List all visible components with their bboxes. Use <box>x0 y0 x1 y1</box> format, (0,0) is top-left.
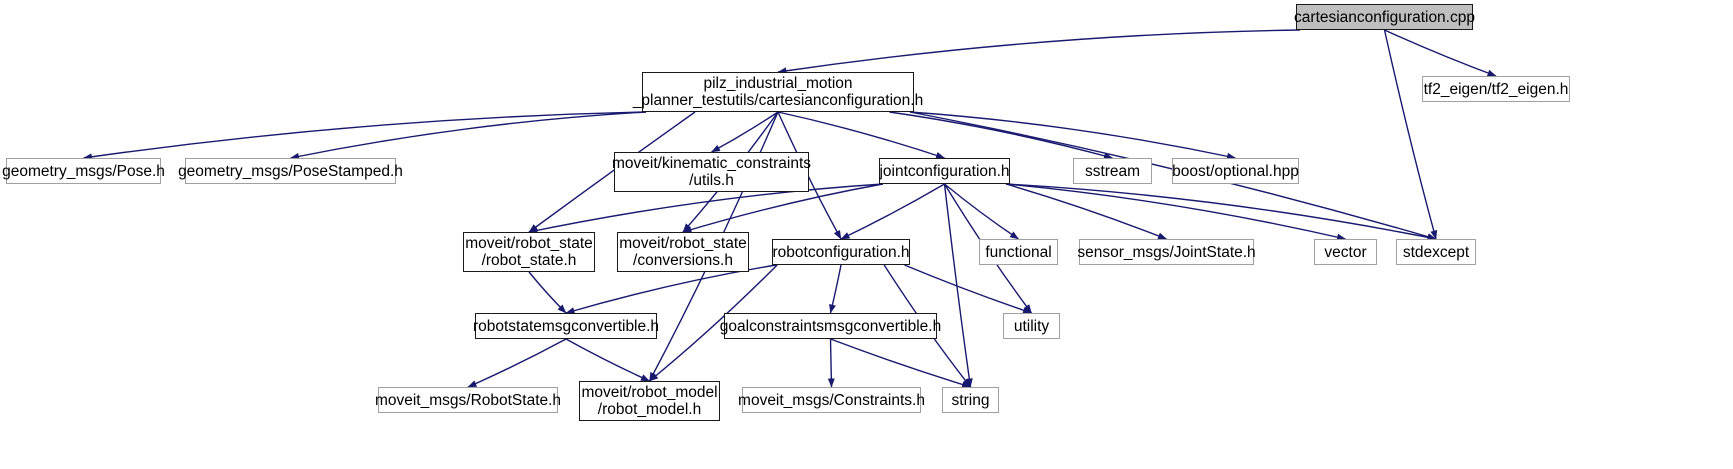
edge-cartesianconfiguration-cpp-to-stdexcept <box>1383 29 1438 240</box>
edge-cartesianconfiguration-h-to-boost-optional <box>909 111 1236 160</box>
graph-node-sstream[interactable]: sstream <box>1073 158 1152 184</box>
edge-cartesianconfiguration-h-to-kinematic-constraints-utils <box>711 111 779 153</box>
edge-robotconfiguration-h-to-goalconstraintsmsgconvertible-h <box>829 264 842 314</box>
graph-node-robot-state-conversions[interactable]: moveit/robot_state/conversions.h <box>617 232 749 272</box>
node-label-line2: /utils.h <box>689 172 734 189</box>
graph-node-robotstatemsgconvertible-h[interactable]: robotstatemsgconvertible.h <box>472 313 660 339</box>
node-label: moveit/kinematic_constraints <box>612 155 811 172</box>
edge-cartesianconfiguration-cpp-to-tf2-eigen <box>1384 29 1497 77</box>
edge-cartesianconfiguration-h-to-geometry-msgs-posestamped <box>290 111 647 160</box>
graph-node-cartesianconfiguration-h[interactable]: pilz_industrial_motion_planner_testutils… <box>633 72 923 112</box>
graph-node-robot-model-robot-model[interactable]: moveit/robot_model/robot_model.h <box>579 381 720 421</box>
node-label: geometry_msgs/Pose.h <box>2 162 165 180</box>
node-label: functional <box>985 243 1052 261</box>
graph-node-functional[interactable]: functional <box>979 239 1058 265</box>
node-label-line2: /conversions.h <box>633 252 733 269</box>
edge-jointconfiguration-h-to-functional <box>944 183 1019 240</box>
node-label-line2: /robot_model.h <box>597 401 702 418</box>
node-label: moveit_msgs/Constraints.h <box>738 391 925 409</box>
node-label-line2: /robot_state.h <box>481 252 577 269</box>
node-label: moveit_msgs/RobotState.h <box>374 391 562 409</box>
node-label: sstream <box>1084 162 1141 180</box>
edge-cartesianconfiguration-h-to-sstream <box>889 111 1113 160</box>
graph-node-geometry-msgs-posestamped[interactable]: geometry_msgs/PoseStamped.h <box>178 158 403 184</box>
graph-node-stdexcept[interactable]: stdexcept <box>1396 239 1476 265</box>
edge-robotstatemsgconvertible-h-to-robot-model-robot-model <box>565 338 650 382</box>
graph-node-sensor-msgs-jointstate[interactable]: sensor_msgs/JointState.h <box>1077 239 1256 265</box>
node-label: robotstatemsgconvertible.h <box>472 317 660 335</box>
edge-jointconfiguration-h-to-sensor-msgs-jointstate <box>1005 183 1167 240</box>
edge-cartesianconfiguration-cpp-to-cartesianconfiguration-h <box>777 29 1301 75</box>
node-label: boost/optional.hpp <box>1172 162 1299 180</box>
edge-jointconfiguration-h-to-vector <box>1005 183 1346 241</box>
graph-node-geometry-msgs-pose[interactable]: geometry_msgs/Pose.h <box>2 158 165 184</box>
node-label: sensor_msgs/JointState.h <box>1077 243 1256 261</box>
node-label: stdexcept <box>1402 243 1470 261</box>
edge-robotconfiguration-h-to-utility <box>904 264 1032 314</box>
edge-goalconstraintsmsgconvertible-h-to-string <box>830 338 971 388</box>
node-label: string <box>951 391 990 409</box>
graph-node-jointconfiguration-h[interactable]: jointconfiguration.h <box>879 158 1010 184</box>
node-label: moveit/robot_model <box>581 384 718 401</box>
graph-node-kinematic-constraints-utils[interactable]: moveit/kinematic_constraints/utils.h <box>612 152 811 192</box>
graph-node-robotconfiguration-h[interactable]: robotconfiguration.h <box>772 239 910 265</box>
node-label: cartesianconfiguration.cpp <box>1294 8 1475 26</box>
graph-node-utility[interactable]: utility <box>1003 313 1060 339</box>
graph-node-tf2-eigen[interactable]: tf2_eigen/tf2_eigen.h <box>1422 76 1570 102</box>
node-label: robotconfiguration.h <box>772 243 910 261</box>
node-label: pilz_industrial_motion <box>703 75 853 92</box>
graph-node-moveit-msgs-robotstate[interactable]: moveit_msgs/RobotState.h <box>374 387 562 413</box>
node-label: moveit/robot_state <box>619 235 747 252</box>
edge-robotconfiguration-h-to-robotstatemsgconvertible-h <box>565 264 777 314</box>
edge-robot-state-robot-state-to-robotstatemsgconvertible-h <box>528 271 567 314</box>
node-label-line2: _planner_testutils/cartesianconfiguratio… <box>632 92 924 109</box>
node-label: goalconstraintsmsgconvertible.h <box>719 317 942 335</box>
node-label: jointconfiguration.h <box>879 162 1010 180</box>
edge-cartesianconfiguration-h-to-geometry-msgs-pose <box>83 111 647 161</box>
node-label: utility <box>1013 317 1050 335</box>
graph-node-boost-optional[interactable]: boost/optional.hpp <box>1172 158 1299 184</box>
graph-node-robot-state-robot-state[interactable]: moveit/robot_state/robot_state.h <box>463 232 595 272</box>
graph-node-moveit-msgs-constraints[interactable]: moveit_msgs/Constraints.h <box>738 387 925 413</box>
edge-jointconfiguration-h-to-robotconfiguration-h <box>840 183 945 240</box>
node-label: vector <box>1324 243 1367 261</box>
node-label: moveit/robot_state <box>465 235 593 252</box>
graph-node-goalconstraintsmsgconvertible-h[interactable]: goalconstraintsmsgconvertible.h <box>720 313 941 339</box>
graph-node-cartesianconfiguration-cpp[interactable]: cartesianconfiguration.cpp <box>1294 4 1475 30</box>
edge-jointconfiguration-h-to-stdexcept <box>1005 183 1437 241</box>
node-label: tf2_eigen/tf2_eigen.h <box>1423 80 1569 98</box>
edge-goalconstraintsmsgconvertible-h-to-moveit-msgs-constraints <box>827 338 835 388</box>
edge-jointconfiguration-h-to-string <box>943 183 973 388</box>
graph-node-string[interactable]: string <box>942 387 999 413</box>
graph-node-vector[interactable]: vector <box>1314 239 1377 265</box>
node-label: geometry_msgs/PoseStamped.h <box>178 162 403 180</box>
edge-robotstatemsgconvertible-h-to-moveit-msgs-robotstate <box>467 338 567 388</box>
